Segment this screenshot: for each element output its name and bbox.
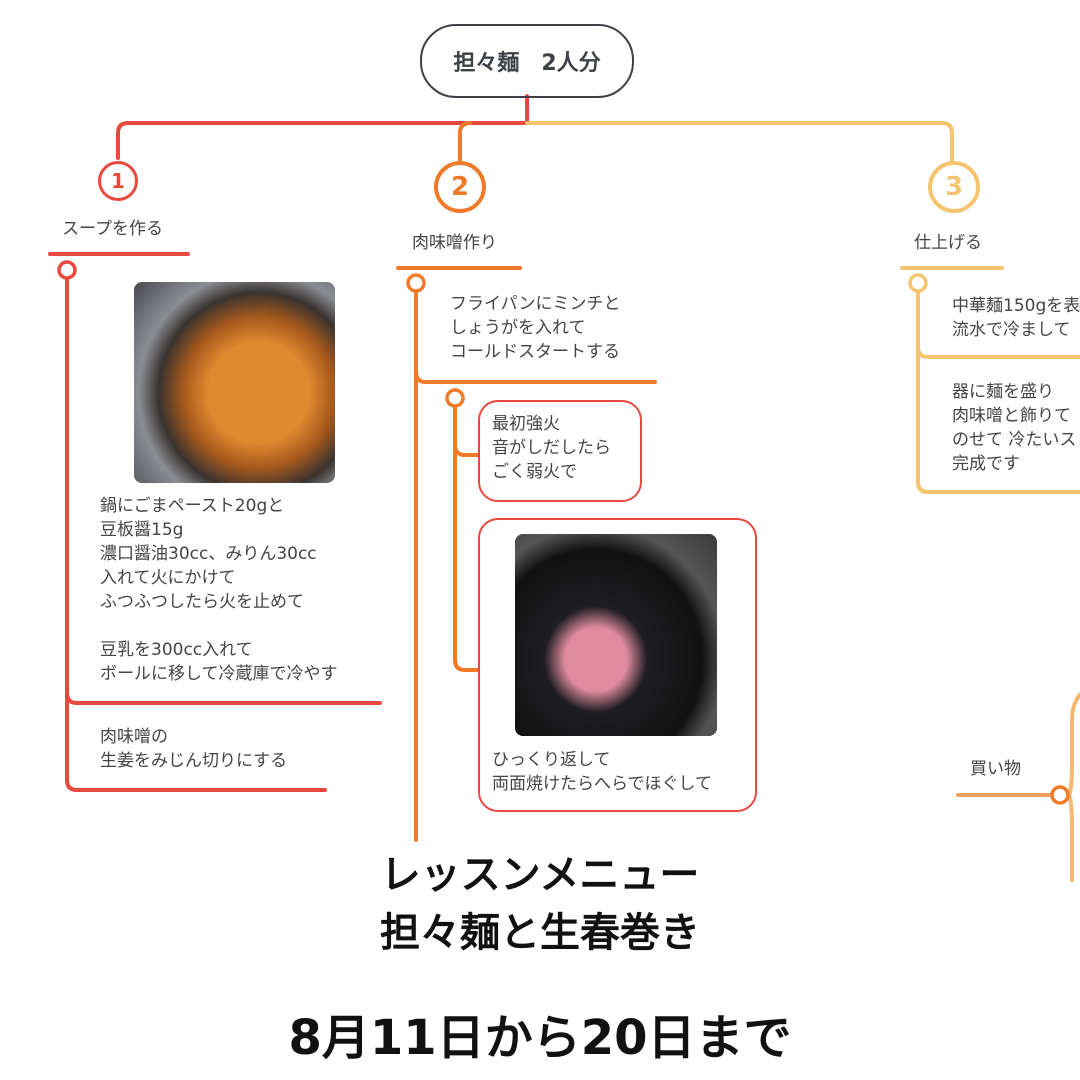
headline-dates: 8月11日から20日まで — [288, 1010, 792, 1066]
root-node[interactable]: 担々麺 2人分 — [420, 24, 634, 98]
step3-note-1: 中華麺150gを表 流水で冷まして — [952, 296, 1080, 340]
node-dot — [406, 273, 426, 293]
step2-subnote-2: ひっくり返して 両面焼けたらへらでほぐして — [492, 750, 712, 794]
step2-subnote-box-1 — [478, 400, 642, 502]
headline-line-1: レッスンメニュー — [380, 852, 700, 898]
headline-line-2: 担々麺と生春巻き — [380, 910, 700, 956]
step2-note-1: フライパンにミンチと しょうがを入れて コールドスタートする — [450, 294, 621, 362]
node-dot — [1050, 785, 1070, 805]
step-number-1: 1 — [98, 161, 138, 201]
node-dot — [57, 260, 77, 280]
step-label-3: 仕上げる — [914, 233, 982, 253]
step2-subnote-1: 最初強火 音がしだしたら ごく弱火で — [492, 414, 611, 482]
step3-note-2: 器に麺を盛り 肉味噌と飾りて のせて 冷たいス 完成です — [952, 382, 1077, 474]
step-number-2: 2 — [434, 161, 486, 213]
node-dot — [908, 273, 928, 293]
step1-note-1: 鍋にごまペースト20gと 豆板醤15g 濃口醤油30cc、みりん30cc 入れて… — [100, 496, 338, 684]
step-number-3: 3 — [928, 161, 980, 213]
frying-pan-photo — [515, 534, 717, 736]
step1-note-2: 肉味噌の 生姜をみじん切りにする — [100, 727, 288, 771]
pot-soup-photo — [134, 282, 335, 483]
step-label-1: スープを作る — [62, 219, 163, 239]
step-label-2: 肉味噌作り — [412, 233, 497, 253]
node-dot — [445, 388, 465, 408]
side-node-shopping: 買い物 — [970, 759, 1021, 779]
